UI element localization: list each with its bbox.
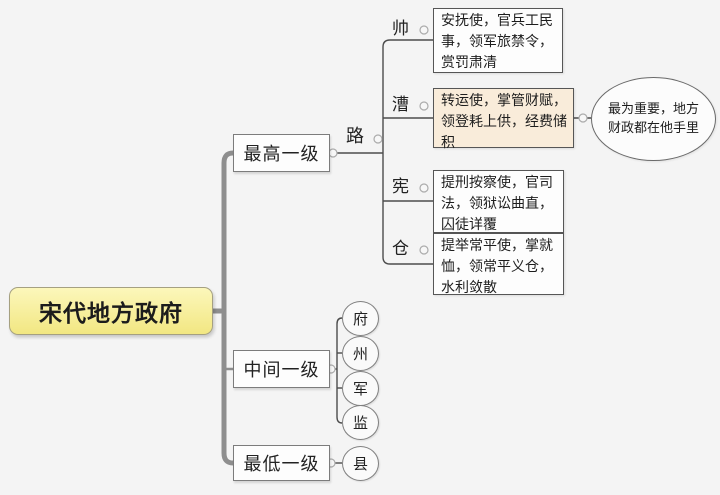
node-label-xian[interactable]: 宪: [392, 177, 409, 197]
branch-node-lowest[interactable]: 最低一级: [233, 445, 330, 481]
collapse-handle-lu[interactable]: [373, 134, 383, 144]
branch-node-highest[interactable]: 最高一级: [233, 134, 330, 172]
collapse-handle-note[interactable]: [578, 113, 588, 123]
note-oval[interactable]: 最为重要，地方财政都在他手里: [591, 77, 716, 161]
collapse-handle-xian[interactable]: [419, 183, 429, 193]
desc-box-xian[interactable]: 提刑按察使，官司法，领狱讼曲直，囚徒详覆: [433, 170, 564, 233]
node-label-lu[interactable]: 路: [346, 126, 364, 147]
desc-box-cang[interactable]: 提举常平使，掌就恤，领常平义仓，水利敛散: [433, 233, 564, 296]
node-label-cang[interactable]: 仓: [392, 239, 409, 259]
circle-node-jian[interactable]: 监: [342, 405, 379, 440]
circle-node-fu[interactable]: 府: [342, 301, 379, 336]
desc-box-cao-highlighted[interactable]: 转运使，掌管财赋，领登耗上供，经费储积: [433, 88, 574, 151]
collapse-handle-cao[interactable]: [419, 101, 429, 111]
node-label-cao[interactable]: 漕: [392, 95, 409, 115]
collapse-handle-cang[interactable]: [419, 245, 429, 255]
collapse-handle-highest[interactable]: [328, 148, 338, 158]
circle-node-jun[interactable]: 军: [342, 371, 379, 406]
branch-node-middle[interactable]: 中间一级: [233, 350, 330, 388]
circle-node-zhou[interactable]: 州: [342, 336, 379, 371]
trunk-line: [210, 150, 236, 466]
circle-node-xian-county[interactable]: 县: [342, 446, 379, 481]
node-label-shuai[interactable]: 帅: [392, 19, 409, 39]
root-node[interactable]: 宋代地方政府: [9, 287, 213, 335]
collapse-handle-shuai[interactable]: [419, 25, 429, 35]
branch-lines-top: [330, 39, 591, 265]
desc-box-shuai[interactable]: 安抚使，官兵工民事，领军旅禁令，赏罚肃清: [433, 8, 563, 73]
